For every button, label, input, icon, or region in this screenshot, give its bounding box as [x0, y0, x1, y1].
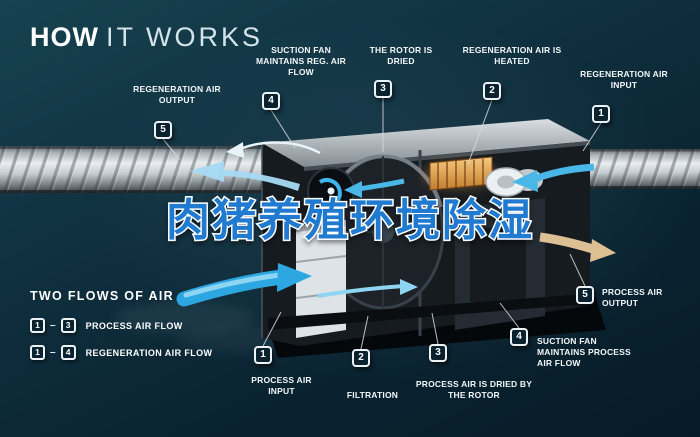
callout-label-process-dried: PROCESS AIR IS DRIED BY THE ROTOR: [415, 379, 533, 401]
badge-regen-output-5: 5: [154, 121, 172, 139]
legend-label-regeneration-air-flow: REGENERATION AIR FLOW: [85, 347, 213, 358]
callout-label-suction-fan-process: SUCTION FAN MAINTAINS PROCESS AIR FLOW: [537, 336, 631, 369]
legend-label-process-air-flow: PROCESS AIR FLOW: [85, 320, 183, 331]
callout-label-regeneration-air-input: REGENERATION AIR INPUT: [580, 69, 668, 91]
legend-heading: TWO FLOWS OF AIR: [30, 289, 174, 303]
title-it-works: IT WORKS: [105, 22, 263, 52]
right-chamber-inner: [470, 228, 526, 302]
reg-flow-arrowhead: [226, 142, 244, 158]
machine-floor: [268, 294, 585, 330]
reg-flow-arrow: [237, 141, 321, 155]
badge-filtration-2: 2: [352, 349, 370, 367]
callout-label-suction-fan-reg: SUCTION FAN MAINTAINS REG. AIR FLOW: [255, 45, 346, 78]
badge-suction-fan-process-4: 4: [510, 328, 528, 346]
legend: TWO FLOWS OF AIR 1 – 3 PROCESS AIR FLOW …: [30, 289, 212, 371]
process-output-arrowhead: [590, 239, 616, 262]
badge-process-dried-3: 3: [429, 344, 447, 362]
airflow-arrows: [176, 141, 616, 307]
leader-lines: [162, 98, 602, 350]
process-input-arrow-highlight: [183, 272, 283, 298]
callout-label-process-air-input: PROCESS AIR INPUT: [251, 375, 312, 397]
badge-process-output-5: 5: [576, 286, 594, 304]
legend-dash: –: [50, 347, 56, 358]
legend-row-regeneration-air-flow: 1 – 4 REGENERATION AIR FLOW: [30, 344, 212, 361]
rotor-flow-arrowhead: [344, 181, 362, 198]
legend-dash: –: [50, 320, 56, 331]
watermark-overlay: 肉猪养殖环境除湿: [165, 195, 534, 247]
badge-regen-heated-2: 2: [483, 82, 501, 100]
watermark-text: 肉猪养殖环境除湿: [166, 196, 534, 245]
process-inner-arrowhead: [400, 279, 418, 295]
process-inner-arrow: [317, 284, 405, 298]
legend-badge-regen-start: 1: [30, 345, 45, 360]
badge-rotor-dried-3: 3: [374, 80, 392, 98]
badge-suction-fan-reg-4: 4: [262, 92, 280, 110]
badge-regen-input-1: 1: [592, 105, 610, 123]
legend-badge-regen-end: 4: [60, 345, 76, 360]
badge-process-input-1: 1: [254, 346, 272, 364]
regeneration-fan: [307, 167, 355, 215]
callout-label-rotor-dried: THE ROTOR IS DRIED: [369, 45, 433, 67]
callout-label-filtration: FILTRATION: [346, 390, 399, 400]
callout-label-regeneration-air-output: REGENERATION AIR OUTPUT: [133, 84, 221, 106]
machine-top-panel: [262, 119, 590, 167]
legend-badge-process-start: 1: [30, 318, 45, 333]
callout-label-process-air-output: PROCESS AIR OUTPUT: [602, 287, 663, 309]
dehumidifier-unit: [261, 119, 606, 358]
callout-label-regen-heated: REGENERATION AIR IS HEATED: [462, 45, 562, 67]
regen-output-arrow: [190, 161, 300, 191]
smoke-wisp: [115, 302, 255, 334]
title-how: HOW: [30, 22, 99, 52]
regen-input-arrowhead: [512, 170, 538, 192]
heater-element: [422, 156, 498, 191]
process-input-arrowhead: [277, 263, 312, 292]
legend-badge-process-end: 3: [60, 318, 76, 333]
legend-row-process-air-flow: 1 – 3 PROCESS AIR FLOW: [30, 317, 212, 334]
